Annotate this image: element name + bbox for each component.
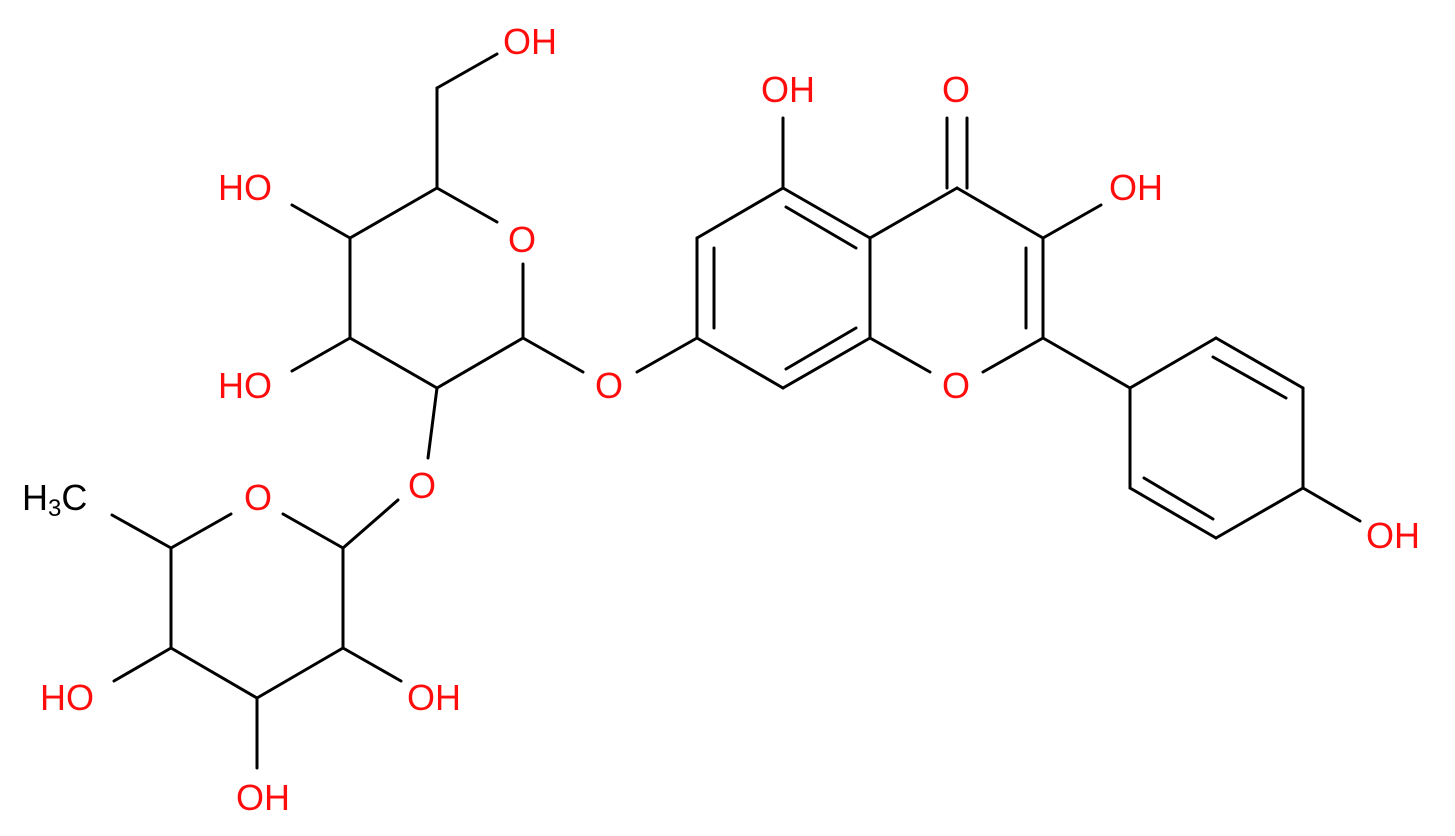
bond xyxy=(868,336,932,374)
bond xyxy=(1041,336,1132,390)
phenol-oh-label: OH xyxy=(1366,515,1420,556)
bond xyxy=(435,336,525,390)
bond xyxy=(426,386,439,460)
bond xyxy=(955,186,1045,240)
oh5-label: OH xyxy=(761,69,815,110)
glycosidic-o7-label: O xyxy=(595,365,623,406)
bond xyxy=(255,646,345,700)
bond xyxy=(290,336,352,373)
bond xyxy=(784,326,858,371)
atom-labels: OH OH O OH HO O HO O O O H3C O OH HO OH … xyxy=(22,21,1420,818)
bond xyxy=(348,336,439,390)
bond xyxy=(341,498,400,550)
bond xyxy=(281,512,345,550)
bond xyxy=(1128,336,1218,390)
rha-2-oh-label: OH xyxy=(407,677,461,718)
rha-ring-o-label: O xyxy=(244,477,272,518)
bond xyxy=(868,186,959,240)
bond xyxy=(1128,486,1218,540)
methyl-group-label: H3C xyxy=(22,477,87,522)
bond xyxy=(1041,203,1103,240)
bond xyxy=(341,646,403,683)
bonds xyxy=(110,52,1362,770)
bond xyxy=(1214,336,1305,390)
bond xyxy=(435,52,499,90)
bond xyxy=(521,336,585,374)
bond xyxy=(695,186,785,240)
glc-4-oh-label: HO xyxy=(218,167,272,208)
ketone-o-label: O xyxy=(942,69,970,110)
bond xyxy=(112,646,173,683)
glc-3-oh-label: HO xyxy=(218,365,272,406)
rha-4-oh-label: HO xyxy=(40,677,94,718)
hydroxymethyl-oh-label: OH xyxy=(503,21,557,62)
bond xyxy=(290,203,352,240)
bond xyxy=(1301,486,1362,523)
oh3-label: OH xyxy=(1109,167,1163,208)
chromone-o-label: O xyxy=(942,365,970,406)
bond xyxy=(169,646,259,700)
bond xyxy=(781,186,872,240)
bond xyxy=(435,186,499,224)
bond xyxy=(1214,486,1305,540)
bond xyxy=(169,512,233,550)
bond xyxy=(695,336,785,390)
bond xyxy=(1211,355,1288,400)
glc-ring-o-label: O xyxy=(508,219,536,260)
bond xyxy=(348,186,439,240)
bond xyxy=(784,205,858,250)
bond xyxy=(110,513,173,550)
glycosidic-o2-label: O xyxy=(408,465,436,506)
bond xyxy=(781,336,872,390)
bond xyxy=(981,336,1045,374)
bond xyxy=(635,336,699,374)
rha-3-oh-label: OH xyxy=(236,777,290,818)
bond xyxy=(1142,476,1215,521)
